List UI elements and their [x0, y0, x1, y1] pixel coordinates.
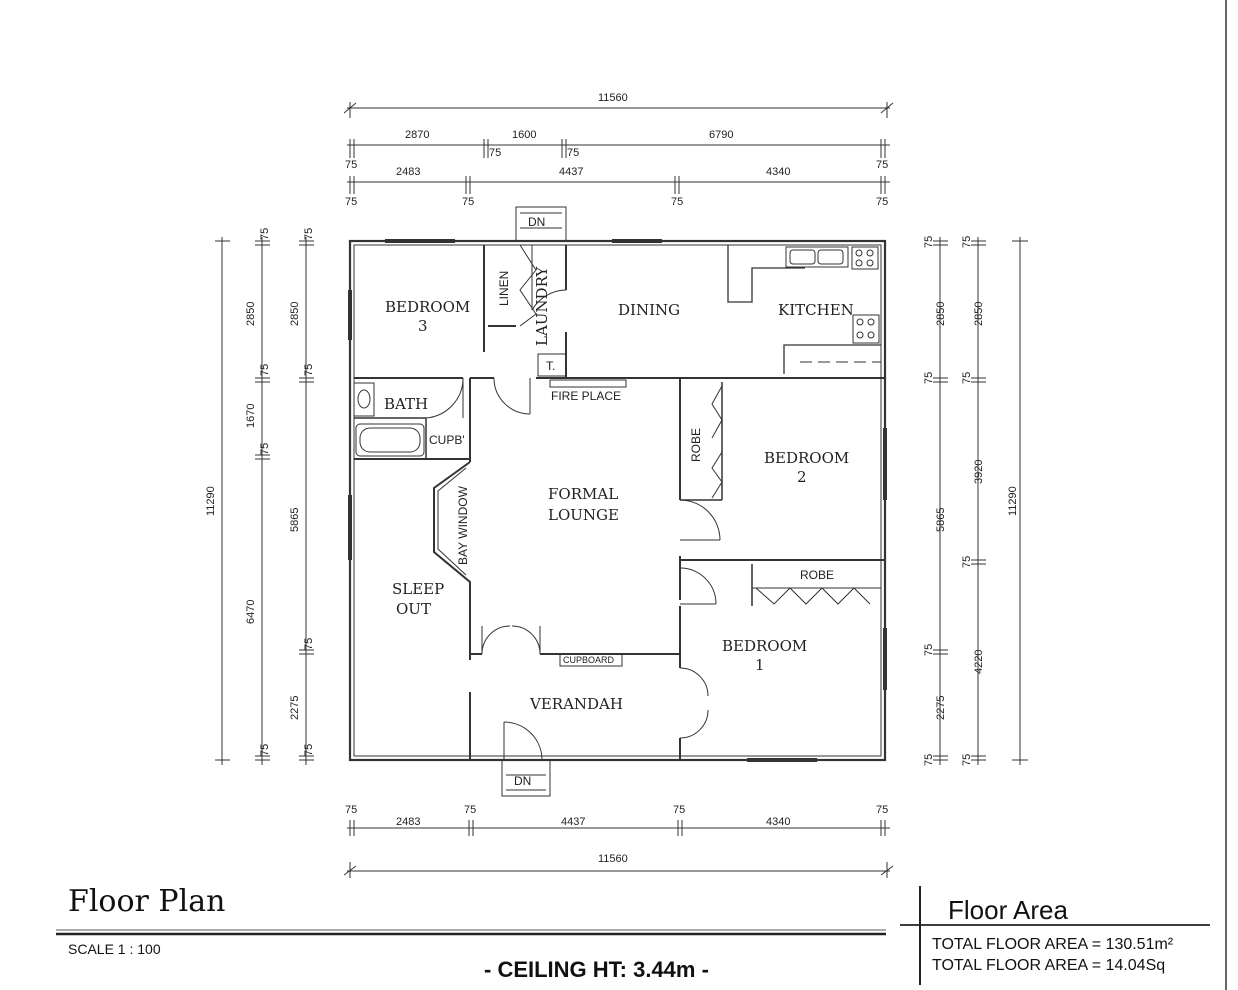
dim-left-inner-4: 1670	[245, 404, 257, 428]
dim-left-outer-6: 2275	[289, 696, 301, 720]
dim-left-outer-2: 2850	[289, 302, 301, 326]
dim-bottom-c: 4340	[766, 816, 790, 828]
dim-right-outer-4: 3920	[973, 460, 985, 484]
floor-area-squares: TOTAL FLOOR AREA = 14.04Sq	[932, 957, 1166, 974]
dim-top-row1-s4: 75	[876, 159, 888, 171]
dim-right-outer-6: 4220	[973, 650, 985, 674]
dim-right-inner-1: 75	[923, 236, 935, 248]
dim-left-inner-3: 75	[259, 364, 271, 376]
dim-bottom-s2: 75	[464, 804, 476, 816]
room-formal-lounge-line1: FORMAL	[548, 485, 618, 503]
dim-left-inner-7: 75	[259, 744, 271, 756]
dim-top-row1-s3: 75	[567, 147, 579, 159]
room-bedroom1-line1: BEDROOM	[722, 637, 807, 655]
dim-bottom-a: 2483	[396, 816, 420, 828]
room-bedroom1-line2: 1	[755, 656, 765, 674]
dim-top-row2-s4: 75	[876, 196, 888, 208]
ceiling-height: - CEILING HT: 3.44m -	[484, 957, 709, 982]
page-title: Floor Plan	[68, 884, 226, 919]
room-robe-horizontal: ROBE	[800, 568, 834, 582]
dim-right-inner-2: 2850	[935, 302, 947, 326]
dim-left-inner-2: 2850	[245, 302, 257, 326]
scale-label: SCALE 1 : 100	[68, 941, 161, 957]
dim-top-row2-s3: 75	[671, 196, 683, 208]
dim-right-outer-7: 75	[961, 754, 973, 766]
dim-right-inner-4: 5865	[935, 508, 947, 532]
dim-top-row1-a: 2870	[405, 129, 429, 141]
dim-left-outer-4: 5865	[289, 508, 301, 532]
room-cupboard: CUPBOARD	[563, 655, 615, 665]
dim-top-row2-s2: 75	[462, 196, 474, 208]
dim-top-row2-a: 2483	[396, 166, 420, 178]
floor-area-title: Floor Area	[948, 895, 1068, 925]
dim-right-outer-1: 75	[961, 236, 973, 248]
dim-top-row1-s2: 75	[489, 147, 501, 159]
dim-right-inner-3: 75	[923, 372, 935, 384]
room-bedroom2-line1: BEDROOM	[764, 449, 849, 467]
dim-left-inner-5: 75	[259, 443, 271, 455]
room-formal-lounge-line2: LOUNGE	[548, 506, 619, 524]
dim-left-outer-1: 75	[303, 228, 315, 240]
dim-right-inner-7: 75	[923, 754, 935, 766]
dim-bottom-s1: 75	[345, 804, 357, 816]
floor-area-metric: TOTAL FLOOR AREA = 130.51m²	[932, 936, 1174, 953]
stairs-dn-top: DN	[528, 215, 545, 229]
dim-left-outer-5: 75	[303, 638, 315, 650]
dim-right-outer-3: 75	[961, 372, 973, 384]
room-linen: LINEN	[497, 271, 511, 306]
room-bath: BATH	[384, 395, 428, 413]
dim-top-row1-c: 6790	[709, 129, 733, 141]
dim-left-inner-1: 75	[259, 228, 271, 240]
room-fireplace: FIRE PLACE	[551, 389, 621, 403]
dim-bottom-overall: 11560	[598, 853, 628, 865]
dim-left-outer-7: 75	[303, 744, 315, 756]
room-bedroom3-line1: BEDROOM	[385, 298, 470, 316]
dim-right-overall: 11290	[1007, 486, 1019, 516]
dim-top-overall: 11560	[598, 92, 628, 104]
room-verandah: VERANDAH	[529, 695, 623, 713]
dim-top-row1-b: 1600	[512, 129, 536, 141]
dim-left-overall: 11290	[205, 486, 217, 516]
room-bay-window: BAY WINDOW	[456, 485, 470, 565]
stairs-dn-bottom: DN	[514, 774, 531, 788]
dim-top-row2-c: 4340	[766, 166, 790, 178]
dim-left-outer-3: 75	[303, 364, 315, 376]
dim-right-inner-5: 75	[923, 644, 935, 656]
dim-bottom-s3: 75	[673, 804, 685, 816]
dim-left-inner-6: 6470	[245, 600, 257, 624]
room-bedroom3-line2: 3	[418, 317, 428, 335]
room-laundry: LAUNDRY	[533, 266, 551, 346]
room-cupb: CUPB'	[429, 433, 465, 447]
room-t: T.	[546, 359, 555, 373]
room-bedroom2-line2: 2	[797, 468, 807, 486]
dim-right-outer-2: 2850	[973, 302, 985, 326]
dim-right-outer-5: 75	[961, 556, 973, 568]
dim-top-row2-s1: 75	[345, 196, 357, 208]
room-kitchen: KITCHEN	[778, 301, 854, 319]
dim-bottom-b: 4437	[561, 816, 585, 828]
room-robe-vertical: ROBE	[689, 428, 703, 462]
dim-bottom-s4: 75	[876, 804, 888, 816]
dim-right-inner-6: 2275	[935, 696, 947, 720]
room-sleep-out-line2: OUT	[396, 600, 431, 618]
dim-top-row1-s1: 75	[345, 159, 357, 171]
room-sleep-out-line1: SLEEP	[392, 580, 444, 598]
dim-top-row2-b: 4437	[559, 166, 583, 178]
room-dining: DINING	[618, 301, 680, 319]
